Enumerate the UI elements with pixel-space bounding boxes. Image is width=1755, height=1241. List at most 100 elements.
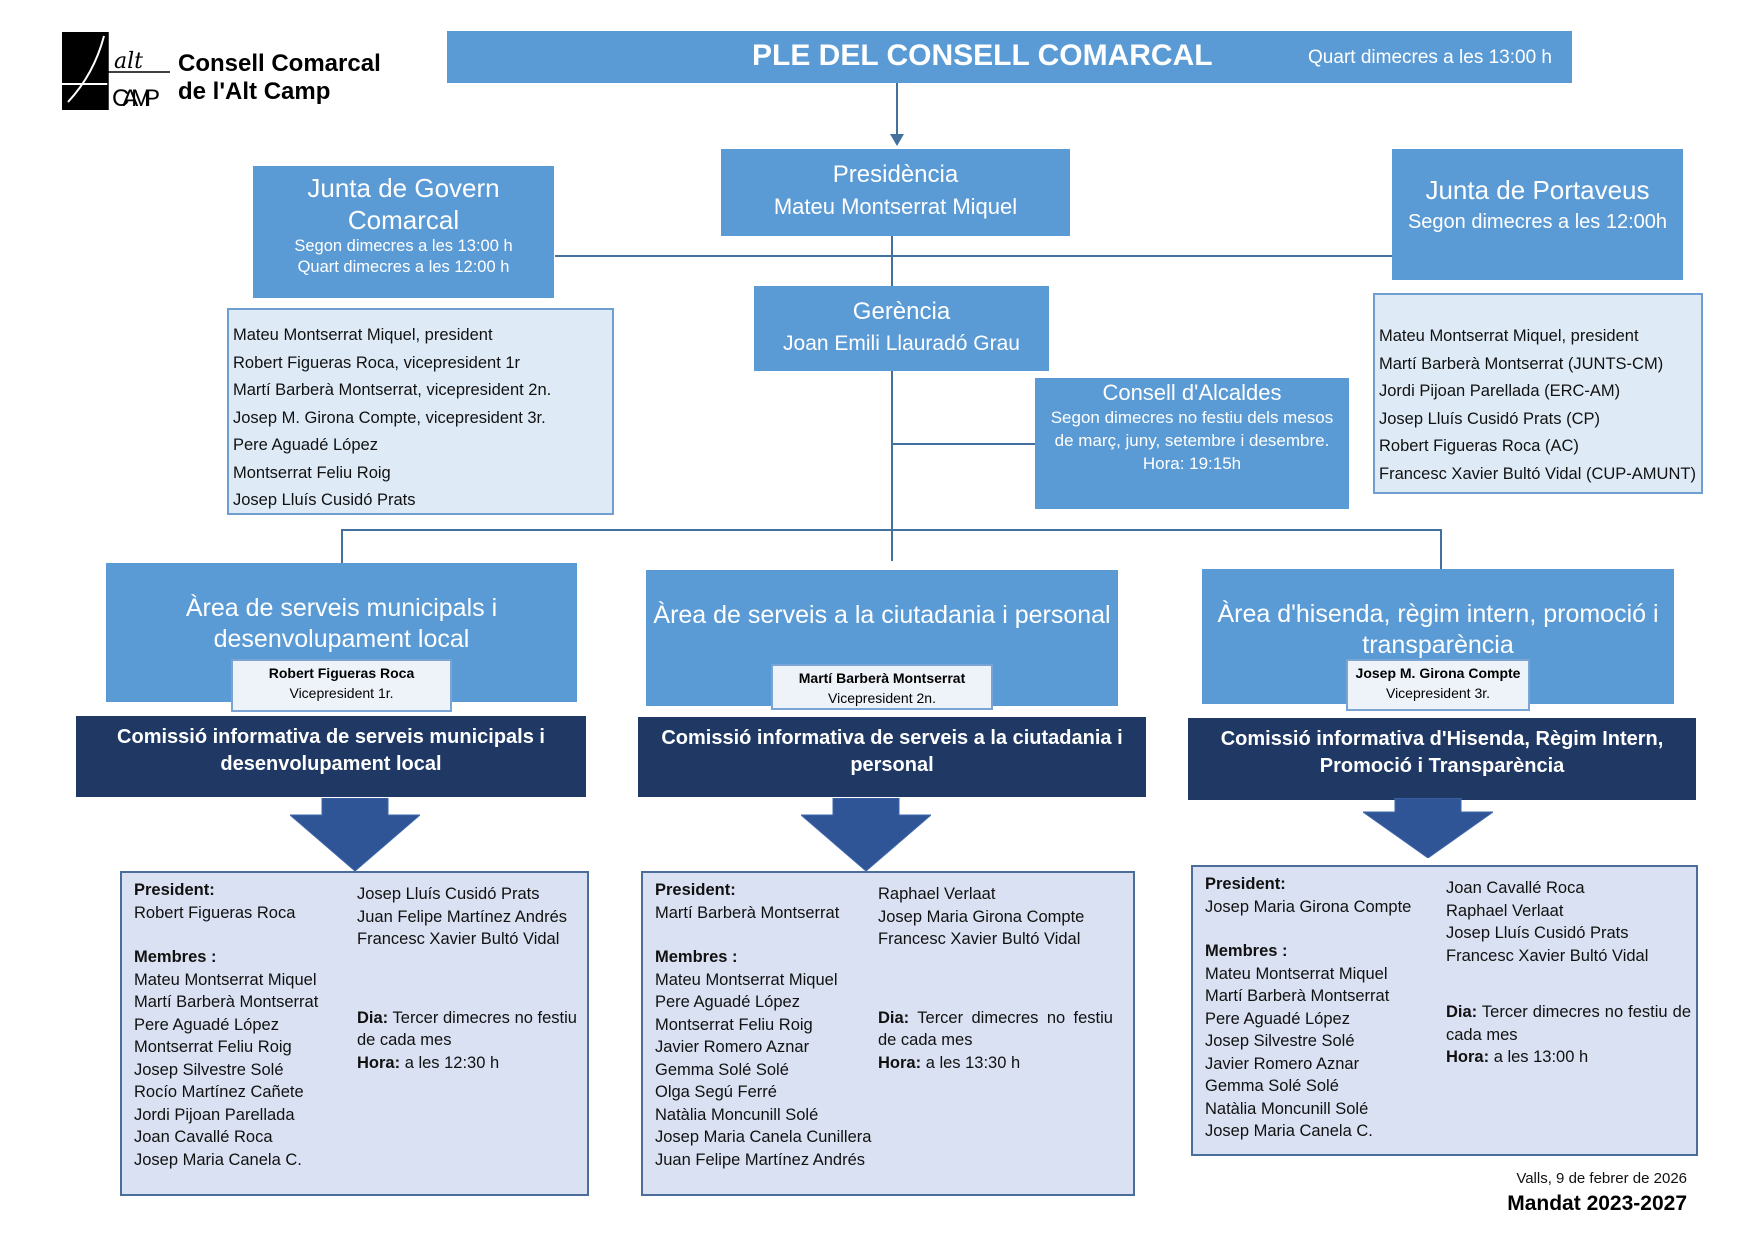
- member-item: Mateu Montserrat Miquel: [134, 970, 317, 989]
- presidencia-title: Presidència: [832, 161, 959, 188]
- hora-label: Hora:: [1446, 1048, 1490, 1066]
- member-item: Josep Lluís Cusidó Prats: [233, 491, 416, 509]
- arrowhead-icon: [890, 134, 904, 146]
- member-item: Mateu Montserrat Miquel: [655, 970, 838, 989]
- footer-mandat: Mandat 2023-2027: [1507, 1192, 1687, 1215]
- ple-schedule: Quart dimecres a les 13:00 h: [1308, 47, 1552, 68]
- member-item: Martí Barberà Montserrat, vicepresident …: [233, 381, 552, 399]
- dia-value: Tercer dimecres no festiu de cada mes: [357, 1008, 577, 1050]
- member-item: Robert Figueras Roca (AC): [1379, 437, 1579, 455]
- member-item: Juan Felipe Martínez Andrés: [655, 1150, 866, 1169]
- connector-juntes-horizontal: [555, 255, 1392, 257]
- dia-value: Tercer dimecres no festiu de cada mes: [878, 1008, 1113, 1050]
- member-item: Raphael Verlaat: [1446, 901, 1564, 920]
- member-item: Pere Aguadé López: [233, 436, 378, 454]
- hora-value: a les 12:30 h: [404, 1053, 500, 1072]
- member-item: Javier Romero Aznar: [1205, 1054, 1360, 1073]
- logo-line2: de l'Alt Camp: [178, 78, 331, 105]
- connector-area3: [1440, 529, 1442, 569]
- down-arrow-icon: [801, 798, 931, 871]
- member-item: Josep Lluís Cusidó Prats (CP): [1379, 409, 1601, 428]
- member-item: Montserrat Feliu Roig: [134, 1038, 292, 1056]
- area-leader-name: Robert Figueras Roca: [268, 665, 415, 681]
- area-title: Àrea de serveis a la ciutadania i person…: [653, 601, 1111, 629]
- member-item: Martí Barberà Montserrat: [1205, 987, 1390, 1005]
- junta-portaveus-box: Junta de Portaveus Segon dimecres a les …: [1392, 149, 1683, 280]
- comissio-title: Comissió informativa de serveis municipa…: [117, 726, 545, 775]
- member-item: Natàlia Moncunill Solé: [1205, 1099, 1369, 1118]
- member-item: Josep Silvestre Solé: [1205, 1032, 1355, 1050]
- comissio-title: Comissió informativa d'Hisenda, Règim In…: [1220, 728, 1664, 777]
- consell-alcaldes-box: Consell d'Alcaldes Segon dimecres no fes…: [1035, 378, 1349, 509]
- area-leader-role: Vicepresident 3r.: [1385, 685, 1491, 701]
- area-leader-role: Vicepresident 1r.: [289, 685, 394, 701]
- member-item: Josep Lluís Cusidó Prats: [1446, 924, 1629, 942]
- dia-label: Dia:: [357, 1008, 389, 1027]
- president-label: President:: [134, 881, 215, 899]
- down-arrow-icon: [290, 798, 420, 871]
- president-name: Josep Maria Girona Compte: [1205, 897, 1412, 916]
- member-item: Josep M. Girona Compte, vicepresident 3r…: [233, 408, 546, 427]
- down-arrow-icon: [1363, 798, 1493, 858]
- presidencia-box: Presidència Mateu Montserrat Miquel: [721, 149, 1070, 236]
- member-item: Francesc Xavier Bultó Vidal: [1446, 946, 1649, 965]
- member-item: Raphael Verlaat: [878, 885, 996, 903]
- area-title: Àrea de serveis municipals i desenvolupa…: [185, 594, 498, 653]
- member-item: Montserrat Feliu Roig: [655, 1015, 813, 1034]
- member-item: Mateu Montserrat Miquel, president: [1379, 327, 1639, 345]
- membres-label: Membres :: [1205, 942, 1288, 960]
- member-item: Jordi Pijoan Parellada: [134, 1105, 295, 1124]
- member-item: Mateu Montserrat Miquel, president: [233, 326, 493, 344]
- dia-value: Tercer dimecres no festiu de cada mes: [1446, 1003, 1691, 1044]
- ple-title: PLE DEL CONSELL COMARCAL: [752, 39, 1213, 72]
- member-item: Mateu Montserrat Miquel: [1205, 964, 1388, 983]
- presidencia-name: Mateu Montserrat Miquel: [773, 194, 1018, 219]
- hora-value: a les 13:30 h: [925, 1053, 1021, 1072]
- area-leader-name: Martí Barberà Montserrat: [798, 670, 966, 686]
- member-item: Josep Maria Canela Cunillera: [655, 1128, 872, 1146]
- connector-alcaldes: [891, 443, 1035, 445]
- comissio-title: Comissió informativa de serveis a la ciu…: [661, 727, 1123, 776]
- gerencia-title: Gerència: [852, 298, 951, 325]
- comissio-box: Comissió informativa de serveis municipa…: [76, 716, 586, 797]
- member-item: Joan Cavallé Roca: [134, 1128, 273, 1146]
- junta-portaveus-schedule: Segon dimecres a les 12:00h: [1407, 211, 1668, 233]
- member-item: Josep Maria Canela C.: [1205, 1122, 1373, 1140]
- connector-areas-horizontal: [341, 529, 1442, 531]
- area-box: Àrea de serveis municipals i desenvolupa…: [106, 563, 577, 702]
- junta-govern-schedule1: Segon dimecres a les 13:00 h: [294, 237, 513, 255]
- president-name: Robert Figueras Roca: [134, 903, 296, 922]
- member-item: Martí Barberà Montserrat: [134, 993, 319, 1011]
- member-item: Pere Aguadé López: [134, 1015, 279, 1034]
- member-item: Josep Maria Girona Compte: [878, 907, 1085, 926]
- member-item: Martí Barberà Montserrat (JUNTS-CM): [1379, 354, 1664, 373]
- member-item: Juan Felipe Martínez Andrés: [357, 907, 568, 926]
- consell-alcaldes-hora: Hora: 19:15h: [1142, 454, 1242, 473]
- membres-label: Membres :: [655, 948, 738, 966]
- member-item: Pere Aguadé López: [1205, 1009, 1350, 1028]
- president-label: President:: [655, 881, 736, 899]
- member-item: Francesc Xavier Bultó Vidal: [357, 930, 560, 948]
- consell-alcaldes-schedule: Segon dimecres no festiu dels mesos de m…: [1050, 408, 1334, 450]
- member-item: Josep Lluís Cusidó Prats: [357, 885, 540, 903]
- connector-ple-presidencia: [896, 83, 898, 138]
- hora-value: a les 13:00 h: [1493, 1048, 1589, 1066]
- member-item: Josep Silvestre Solé: [134, 1060, 284, 1079]
- member-item: Gemma Solé Solé: [655, 1060, 789, 1079]
- member-item: Pere Aguadé López: [655, 993, 800, 1011]
- comissio-box: Comissió informativa de serveis a la ciu…: [638, 717, 1146, 797]
- president-label: President:: [1205, 875, 1286, 893]
- member-item: Josep Maria Canela C.: [134, 1150, 302, 1169]
- member-item: Montserrat Feliu Roig: [233, 463, 391, 482]
- president-name: Martí Barberà Montserrat: [655, 903, 840, 922]
- consell-alcaldes-title: Consell d'Alcaldes: [1102, 380, 1282, 405]
- membres-label: Membres :: [134, 948, 217, 966]
- junta-govern-schedule2: Quart dimecres a les 12:00 h: [297, 258, 510, 276]
- area-title: Àrea d'hisenda, règim intern, promoció i…: [1217, 600, 1659, 659]
- member-item: Rocío Martínez Cañete: [134, 1083, 304, 1101]
